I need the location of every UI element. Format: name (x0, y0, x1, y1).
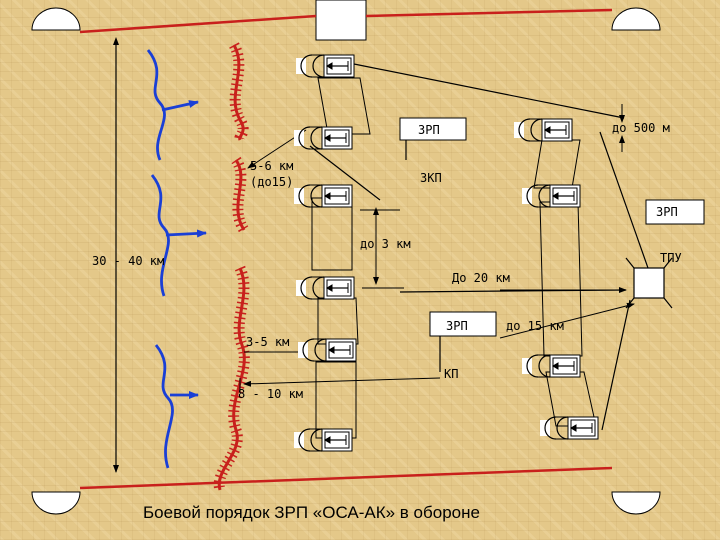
zrp-right-post: ЗРП (645, 199, 705, 225)
launcher-unit (298, 338, 357, 362)
corner-marker-bl (31, 491, 81, 515)
label-5-6-km: 5-6 км (250, 159, 293, 173)
corner-markers (31, 0, 661, 515)
diagram-caption: Боевой порядок ЗРП «ОСА-АК» в обороне (143, 503, 480, 522)
label-500m: до 500 м (612, 121, 670, 135)
tpu-label: ТПУ (660, 251, 682, 265)
zkp-label: ЗКП (420, 171, 442, 185)
launcher-unit (522, 354, 581, 378)
launcher-unit (514, 118, 573, 142)
label-30-40-km: 30 - 40 км (92, 254, 164, 268)
red-border-lines (79, 8, 613, 490)
label-20-km: До 20 км (452, 271, 510, 285)
top-center-marker (315, 0, 367, 41)
zrp-center-post: ЗРП (399, 117, 467, 141)
enemy-wave-2 (150, 174, 170, 297)
zrp-lower-label: ЗРП (446, 319, 468, 333)
corner-marker-tl (31, 7, 81, 31)
zrp-center-label: ЗРП (418, 123, 440, 137)
corner-marker-tr (611, 7, 661, 31)
zrp-lower-post: ЗРП (429, 311, 497, 337)
launcher-unit (296, 276, 355, 300)
launcher-units (294, 54, 599, 452)
enemy-arrow-2 (165, 229, 207, 238)
front-line-2 (234, 159, 246, 231)
corner-marker-br (611, 491, 661, 515)
launcher-unit (296, 54, 355, 78)
tpu-post (625, 257, 673, 309)
launcher-unit (540, 416, 599, 440)
front-lines (213, 42, 250, 492)
label-5-6-km-sub: (до15) (250, 175, 293, 189)
zrp-right-label: ЗРП (656, 205, 678, 219)
label-3-km: до 3 км (360, 237, 411, 251)
label-15-km: до 15 км (506, 319, 564, 333)
enemy-wave-3 (154, 344, 174, 469)
label-3-5-km: 3-5 км (246, 335, 289, 349)
enemy-waves (146, 49, 207, 469)
launcher-unit (294, 184, 353, 208)
enemy-arrow-1 (161, 100, 199, 112)
launcher-unit (522, 184, 581, 208)
front-line-3 (217, 267, 246, 491)
label-8-10-km: 8 - 10 км (238, 387, 303, 401)
launcher-unit (294, 126, 353, 150)
enemy-wave-1 (146, 49, 166, 161)
kp-label: КП (444, 367, 458, 381)
launcher-unit (294, 428, 353, 452)
